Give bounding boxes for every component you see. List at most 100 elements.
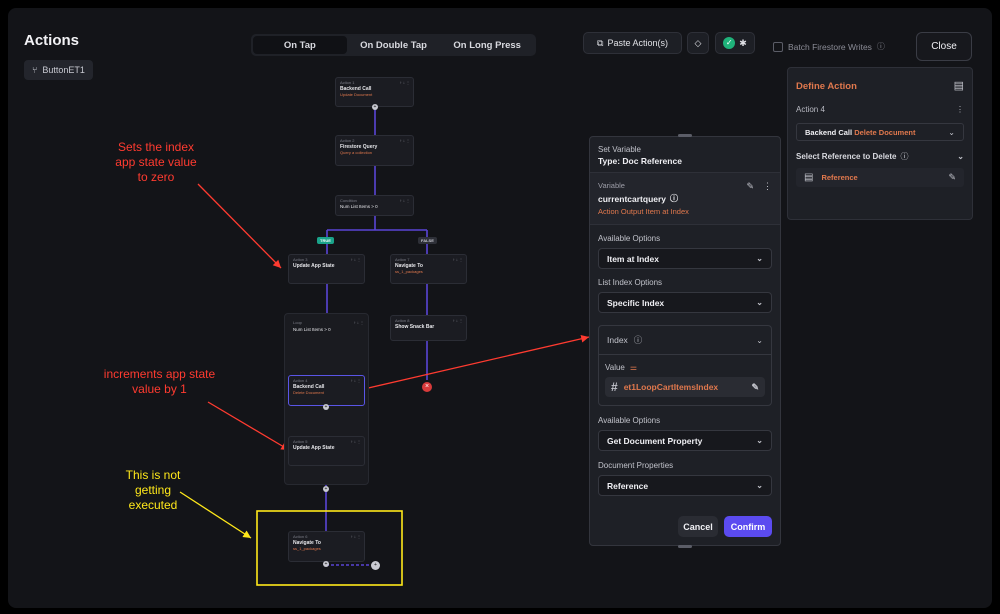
available-options-2-label: Available Options — [598, 416, 661, 425]
flow-node-action-6[interactable]: Action 6 Navigate To ss_1_packages ↑ ↓ ⋮ — [288, 531, 365, 562]
node-controls[interactable]: ↑ ↓ ⋮ — [399, 138, 410, 143]
paste-icon: ⧉ — [597, 37, 604, 48]
variable-section: Variable currentcartquery ⓘ Action Outpu… — [590, 173, 780, 225]
more-icon[interactable]: ⋮ — [763, 181, 772, 191]
loop-title: Num List Items > 0 — [293, 327, 331, 332]
variable-actions: ✎ ⋮ — [746, 181, 772, 192]
select-reference-label: Select Reference to Delete — [796, 152, 897, 161]
panel-type: Type: Doc Reference — [598, 156, 682, 166]
flow-node-action-5[interactable]: Action 5 Update App State ↑ ↓ ⋮ — [288, 436, 365, 466]
edit-icon[interactable]: ✎ — [948, 172, 956, 182]
add-action-icon[interactable]: + — [323, 404, 329, 410]
dropdown-value: Get Document Property — [607, 435, 703, 446]
info-icon: ⓘ — [670, 194, 679, 203]
tab-on-double-tap[interactable]: On Double Tap — [360, 39, 427, 51]
node-title: Num List Items > 0 — [340, 204, 378, 209]
diamond-button[interactable]: ◇ — [687, 32, 709, 54]
bug-icon: ✱ — [739, 37, 747, 48]
node-controls[interactable]: ↑ ↓ ⋮ — [452, 318, 463, 323]
available-options-dropdown[interactable]: Item at Index ⌄ — [598, 248, 772, 269]
flow-node-action-2[interactable]: Action 2 Firestore Query Query a collect… — [335, 135, 414, 166]
node-controls[interactable]: ↑ ↓ ⋮ — [399, 198, 410, 203]
tab-on-long-press[interactable]: On Long Press — [453, 39, 521, 51]
reference-label: Reference — [821, 173, 858, 182]
settings-sliders-icon[interactable]: ⚌ — [629, 363, 638, 372]
edit-icon[interactable]: ✎ — [751, 381, 759, 392]
node-title: Show Snack Bar — [395, 324, 435, 330]
more-icon[interactable]: ⋮ — [956, 105, 964, 114]
flow-node-action-4[interactable]: Action 4 Backend Call Delete Document ↑ … — [288, 375, 365, 406]
node-title: Firestore Query — [340, 144, 378, 150]
action-label: Action 4 — [796, 105, 825, 114]
action-label-row: Action 4 ⋮ — [796, 105, 964, 114]
node-label: Condition — [340, 198, 357, 203]
reference-field[interactable]: ▤ Reference ✎ — [796, 168, 964, 187]
value-area: Value ⚌ # et1LoopCartItemsIndex ✎ — [599, 355, 771, 405]
node-controls[interactable]: ↑ ↓ ⋮ — [350, 534, 361, 539]
add-action-icon[interactable]: + — [372, 104, 378, 110]
node-controls[interactable]: ↑ ↓ ⋮ — [350, 378, 361, 383]
value-input[interactable]: # et1LoopCartItemsIndex ✎ — [605, 377, 765, 397]
close-button[interactable]: Close — [916, 32, 972, 61]
node-title: Backend Call — [293, 384, 325, 390]
chevron-down-icon: ⌄ — [957, 152, 964, 161]
cancel-button[interactable]: Cancel — [678, 516, 718, 537]
define-action-title: Define Action — [796, 81, 857, 92]
info-icon: ⓘ — [876, 42, 885, 51]
terminate-icon[interactable]: × — [422, 382, 432, 392]
node-title: Navigate To — [395, 263, 423, 269]
chevron-down-icon: ⌄ — [756, 254, 763, 263]
flow-node-condition[interactable]: Condition Num List Items > 0 ↑ ↓ ⋮ — [335, 195, 414, 216]
node-label: Action 4 — [293, 378, 308, 383]
true-badge: TRUE — [317, 237, 334, 244]
index-header[interactable]: Index ⓘ ⌄ — [599, 326, 771, 355]
node-title: Update App State — [293, 445, 335, 451]
add-action-icon[interactable]: + — [323, 561, 329, 567]
loop-controls[interactable]: ↑ ↓ ⋮ — [353, 320, 364, 325]
debug-toggle-button[interactable]: ✓ ✱ — [715, 32, 755, 54]
resize-handle[interactable] — [678, 545, 692, 548]
add-action-icon[interactable]: + — [323, 486, 329, 492]
confirm-button[interactable]: Confirm — [724, 516, 772, 537]
node-title: Navigate To — [293, 540, 321, 546]
add-action-icon[interactable]: + — [371, 561, 380, 570]
widget-chip[interactable]: ⑂ ButtonET1 — [24, 60, 93, 80]
false-badge: FALSE — [418, 237, 437, 244]
info-icon: ⓘ — [900, 152, 909, 161]
diamond-icon: ◇ — [694, 37, 702, 48]
define-action-panel: Define Action ▤ Action 4 ⋮ Backend Call … — [787, 67, 973, 220]
list-index-options-label: List Index Options — [598, 278, 663, 287]
action-type-select[interactable]: Backend Call Delete Document ⌄ — [796, 123, 964, 141]
list-index-options-dropdown[interactable]: Specific Index ⌄ — [598, 292, 772, 313]
batch-firestore-writes[interactable]: Batch Firestore Writes ⓘ — [773, 41, 885, 52]
flow-node-action-8[interactable]: Action 8 Show Snack Bar ↑ ↓ ⋮ — [390, 315, 467, 341]
flow-node-action-3[interactable]: Action 3 Update App State ↑ ↓ ⋮ — [288, 254, 365, 284]
node-sub: Update Document — [340, 92, 373, 97]
action-type: Backend Call — [805, 127, 853, 137]
action-value: Delete Document — [854, 127, 916, 137]
node-label: Action 3 — [293, 257, 308, 262]
document-properties-dropdown[interactable]: Reference ⌄ — [598, 475, 772, 496]
available-options-2-dropdown[interactable]: Get Document Property ⌄ — [598, 430, 772, 451]
node-label: Action 7 — [395, 257, 410, 262]
edit-icon[interactable]: ✎ — [746, 181, 754, 191]
node-label: Action 8 — [395, 318, 410, 323]
widget-name: ButtonET1 — [42, 65, 85, 75]
flow-node-action-7[interactable]: Action 7 Navigate To ss_1_packages ↑ ↓ ⋮ — [390, 254, 467, 284]
select-reference-row[interactable]: Select Reference to Delete ⓘ ⌄ — [796, 151, 964, 162]
batch-checkbox[interactable] — [773, 41, 783, 52]
node-controls[interactable]: ↑ ↓ ⋮ — [350, 257, 361, 262]
node-controls[interactable]: ↑ ↓ ⋮ — [399, 80, 410, 85]
chevron-down-icon: ⌄ — [948, 127, 955, 137]
dropdown-value: Item at Index — [607, 253, 659, 264]
paste-actions-button[interactable]: ⧉ Paste Action(s) — [583, 32, 682, 54]
node-sub: ss_1_packages — [395, 269, 423, 274]
node-controls[interactable]: ↑ ↓ ⋮ — [350, 439, 361, 444]
flow-node-action-1[interactable]: Action 1 Backend Call Update Document ↑ … — [335, 77, 414, 107]
node-controls[interactable]: ↑ ↓ ⋮ — [452, 257, 463, 262]
dropdown-value: Reference — [607, 480, 649, 491]
tab-on-tap[interactable]: On Tap — [253, 36, 347, 54]
resize-handle[interactable] — [678, 134, 692, 137]
document-icon[interactable]: ▤ — [953, 80, 964, 92]
variable-caption: Variable — [598, 181, 625, 190]
